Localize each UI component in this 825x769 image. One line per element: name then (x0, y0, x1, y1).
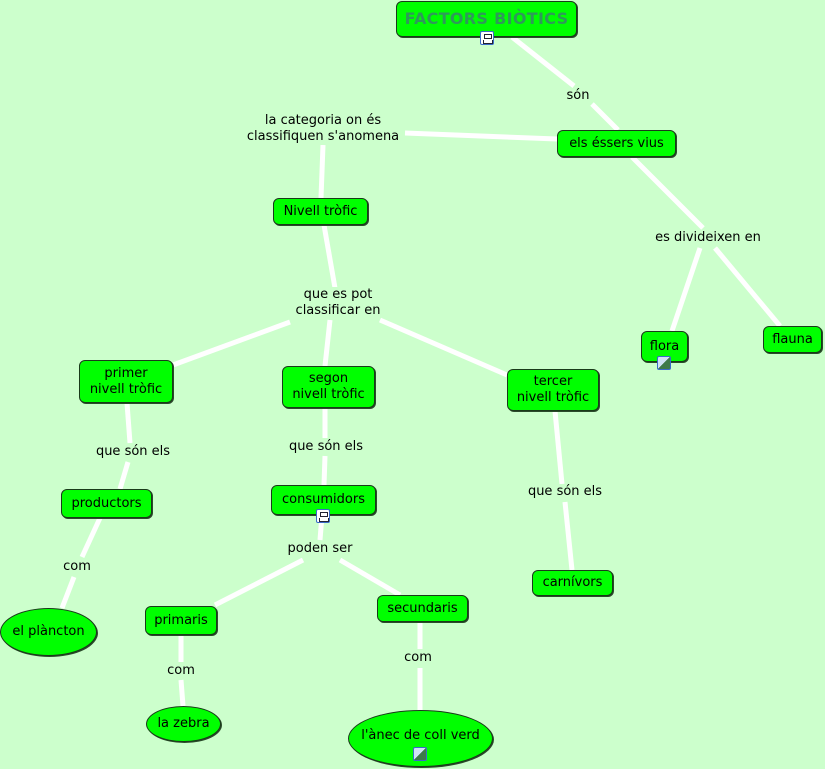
concept-flora[interactable]: flora (641, 331, 688, 362)
concept-segon-nivell[interactable]: segon nivell tròfic (282, 366, 375, 408)
link-divideixen: es divideixen en (655, 230, 761, 246)
link-com: com (63, 559, 91, 575)
concept-secundaris[interactable]: secundaris (377, 595, 468, 622)
concept-tercer-nivell[interactable]: tercer nivell tròfic (507, 369, 599, 411)
link-com: com (404, 650, 432, 666)
link-que-son-els: que són els (527, 484, 603, 500)
concept-carnivors[interactable]: carnívors (532, 570, 613, 596)
link-son: són (566, 88, 590, 104)
image-icon[interactable] (657, 356, 671, 370)
concept-factors-biotics[interactable]: FACTORS BIÒTICS (396, 1, 577, 37)
concept-essers-vius[interactable]: els éssers vius (557, 130, 676, 157)
image-icon[interactable] (413, 747, 427, 761)
concept-map-icon[interactable] (480, 31, 494, 45)
link-poden-ser: poden ser (287, 541, 353, 557)
link-com: com (167, 663, 195, 679)
concept-la-zebra[interactable]: la zebra (146, 706, 221, 742)
link-que-son-els: que són els (288, 439, 364, 455)
concept-flauna[interactable]: flauna (763, 326, 822, 353)
concept-el-plancton[interactable]: el plàncton (0, 608, 97, 656)
link-que-son-els: que són els (95, 444, 171, 460)
link-categoria: la categoria on és classifiquen s'anomen… (246, 113, 400, 145)
link-classificar: que es pot classificar en (295, 287, 381, 319)
concept-primer-nivell[interactable]: primer nivell tròfic (79, 360, 173, 403)
concept-primaris[interactable]: primaris (145, 606, 217, 635)
concept-nivell-trofic[interactable]: Nivell tròfic (273, 198, 368, 225)
concept-productors[interactable]: productors (61, 489, 152, 518)
concept-map-icon[interactable] (316, 509, 330, 523)
